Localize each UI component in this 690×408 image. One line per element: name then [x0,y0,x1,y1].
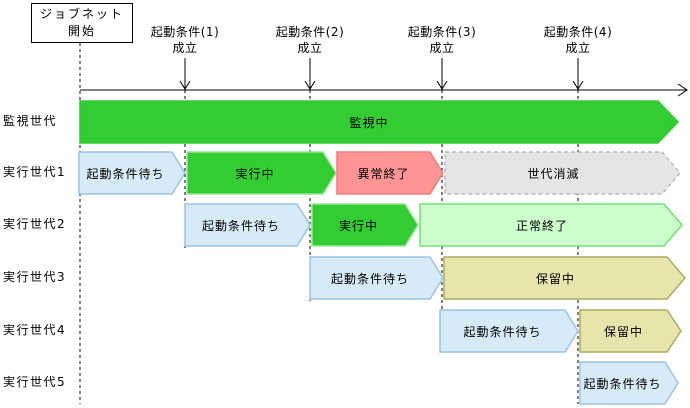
status-bar-waiting [78,151,186,195]
jobnet-start-box: ジョブネット 開始 [31,3,133,43]
event-arrowhead-icon [179,80,191,90]
status-bar-running [186,151,337,195]
status-bar-normal_end [419,203,683,247]
status-bar-held [443,256,686,300]
status-bar-waiting [309,256,444,300]
event-arrowhead-icon [436,80,448,90]
status-bar-held [579,309,682,353]
status-bar-vanished [444,151,681,195]
status-bar-waiting [439,309,579,353]
jobnet-start-label-line2: 開始 [67,24,96,38]
status-bar-waiting [184,203,311,247]
event-arrowhead-icon [572,80,584,90]
status-bar-abnormal [336,151,444,195]
event-arrowhead-icon [304,80,316,90]
status-bar-waiting [579,361,679,405]
jobnet-start-label-line1: ジョブネット [39,7,124,21]
status-bar-monitoring [79,100,680,144]
timeline-arrowhead-icon [677,83,688,97]
status-bar-running [311,203,419,247]
